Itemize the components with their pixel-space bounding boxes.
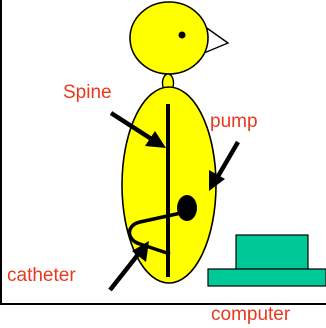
catheter-label: catheter: [7, 265, 76, 286]
computer-icon: [208, 235, 326, 286]
computer-label: computer: [211, 304, 291, 325]
computer-base: [208, 269, 326, 286]
head-shape: [130, 2, 208, 74]
computer-monitor: [236, 235, 308, 269]
spine-label: Spine: [63, 82, 112, 103]
pump-label: pump: [210, 111, 258, 132]
eye-dot: [179, 32, 186, 39]
pump-shape: [177, 195, 197, 221]
bird-head-icon: [130, 2, 228, 74]
